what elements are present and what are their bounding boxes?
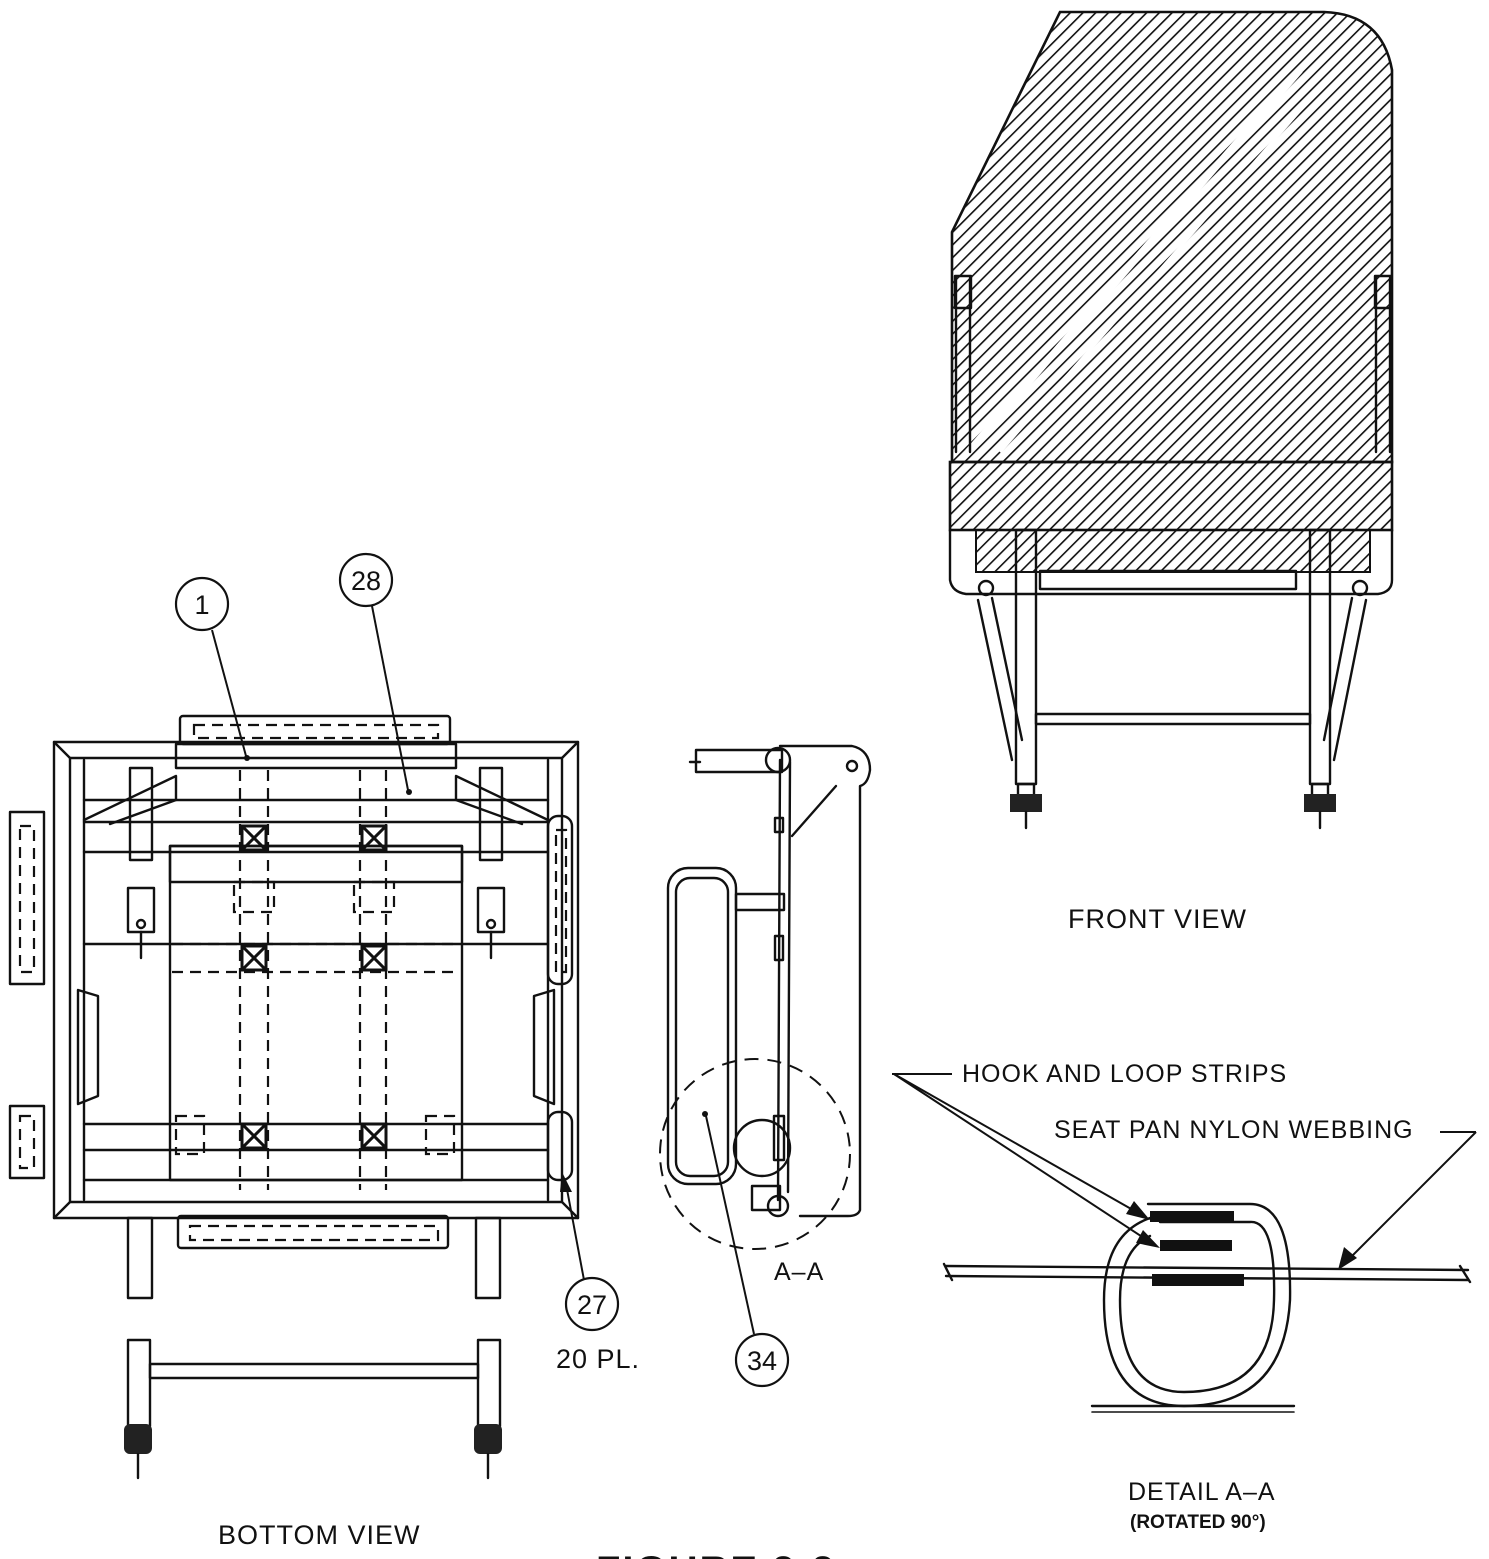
bottom-view-label: BOTTOM VIEW xyxy=(218,1520,421,1550)
detail-label: DETAIL A–A xyxy=(1128,1478,1276,1506)
svg-text:27: 27 xyxy=(577,1290,607,1320)
balloon-1: 1 xyxy=(174,576,250,761)
hook-loop-label: HOOK AND LOOP STRIPS xyxy=(962,1060,1287,1088)
detail-a-a-drawing xyxy=(942,1202,1472,1413)
svg-text:34: 34 xyxy=(747,1346,777,1376)
bottom-view-drawing xyxy=(8,714,580,1480)
seat-cushion xyxy=(948,460,1394,532)
webbing-callout xyxy=(1338,1131,1477,1270)
balloon-27: 27 20 PL. xyxy=(556,1172,640,1374)
front-view-drawing xyxy=(948,10,1394,830)
balloon-28: 28 xyxy=(338,552,412,795)
webbing-label: SEAT PAN NYLON WEBBING xyxy=(1054,1116,1414,1144)
svg-text:1: 1 xyxy=(194,590,209,620)
figure-caption: FIGURE 3-3 xyxy=(596,1549,836,1559)
balloon-27-note: 20 PL. xyxy=(556,1344,640,1374)
svg-text:28: 28 xyxy=(351,566,381,596)
detail-rotation-note: (ROTATED 90°) xyxy=(1130,1512,1266,1533)
front-view-label: FRONT VIEW xyxy=(1068,904,1247,934)
section-label: A–A xyxy=(774,1258,824,1286)
balloon-34: 34 xyxy=(702,1111,790,1388)
section-a-a-drawing xyxy=(659,744,872,1250)
hook-loop-callout xyxy=(892,1073,1160,1248)
